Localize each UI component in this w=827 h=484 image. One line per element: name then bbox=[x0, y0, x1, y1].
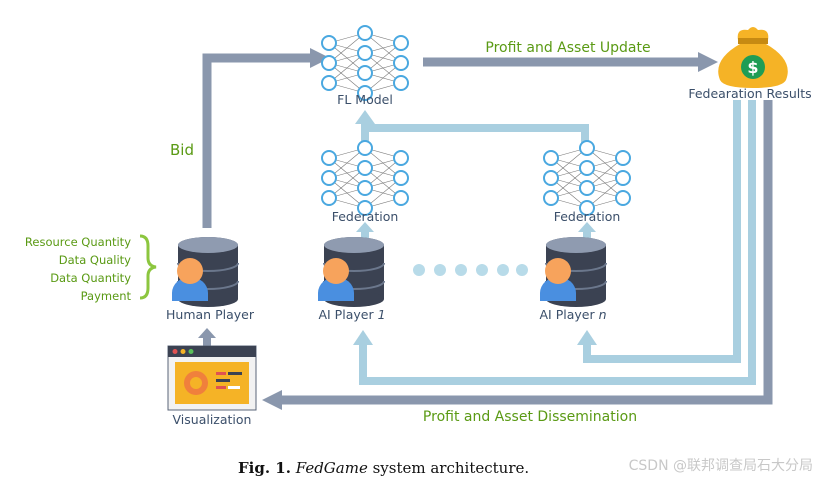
fl-model-label: FL Model bbox=[337, 92, 393, 107]
ai-player-n-label: AI Player n bbox=[539, 307, 606, 322]
ai-player-1-label: AI Player 1 bbox=[318, 307, 385, 322]
vis-up-arrowhead bbox=[198, 328, 216, 338]
federation-right-network-icon bbox=[543, 140, 631, 216]
dissemination-arrow bbox=[280, 100, 773, 405]
bid-arrowhead bbox=[310, 48, 330, 68]
federation-left-label: Federation bbox=[332, 209, 399, 224]
ai1-return-arrow bbox=[359, 100, 756, 385]
money-bag-icon: $ bbox=[718, 27, 788, 88]
attribute-resource-quantity: Resource Quantity bbox=[25, 235, 131, 249]
profit-dissemination-label: Profit and Asset Dissemination bbox=[423, 409, 637, 425]
visualization-label: Visualization bbox=[173, 412, 252, 427]
bid-label: Bid bbox=[170, 141, 194, 159]
federation-results-label: Fedearation Results bbox=[688, 86, 811, 101]
svg-text:$: $ bbox=[747, 58, 758, 77]
bid-arrow bbox=[202, 53, 310, 228]
profit-update-label: Profit and Asset Update bbox=[485, 40, 650, 56]
ai1-up-arrowhead bbox=[356, 222, 374, 232]
ai-player-1-icon bbox=[317, 236, 385, 308]
ellipsis-dots bbox=[413, 264, 528, 276]
human-player-icon bbox=[171, 236, 239, 308]
dissemination-arrowhead bbox=[262, 390, 282, 410]
ain-return-arrow bbox=[583, 100, 741, 363]
attribute-data-quantity: Data Quantity bbox=[50, 271, 131, 285]
watermark: CSDN @联邦调查局石大分局 bbox=[629, 458, 813, 474]
federation-left-network-icon bbox=[321, 140, 409, 216]
attribute-data-quality: Data Quality bbox=[59, 253, 131, 267]
fl-model-network-icon bbox=[321, 25, 409, 101]
federation-join-arrow bbox=[365, 124, 589, 145]
ai1-return-arrowhead bbox=[353, 330, 373, 345]
visualization-window-icon bbox=[167, 345, 257, 411]
figure-caption: Fig. 1. FedGame system architecture. bbox=[238, 459, 529, 477]
ain-up-arrowhead bbox=[578, 222, 596, 232]
attribute-payment: Payment bbox=[81, 289, 132, 303]
ai-player-n-icon bbox=[539, 236, 607, 308]
human-player-label: Human Player bbox=[166, 307, 255, 322]
federation-up-arrowhead bbox=[355, 110, 375, 124]
federation-right-label: Federation bbox=[554, 209, 621, 224]
attributes-brace bbox=[139, 234, 157, 300]
profit-update-arrowhead bbox=[698, 52, 718, 72]
ain-return-arrowhead bbox=[577, 330, 597, 345]
